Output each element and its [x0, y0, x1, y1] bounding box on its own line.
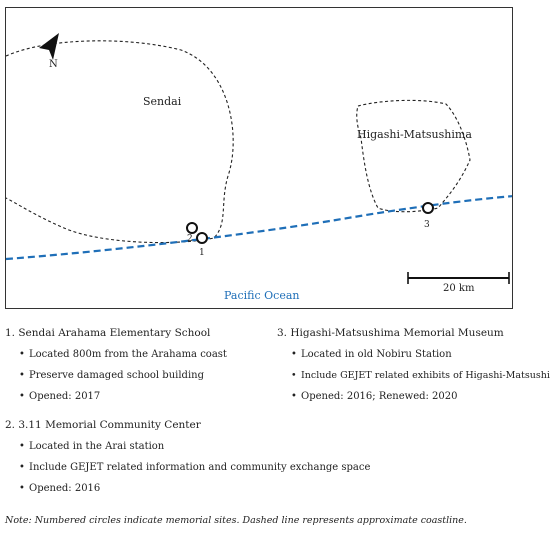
ocean-label: Pacific Ocean: [224, 289, 300, 302]
legend-bullet: Located in the Arai station: [19, 436, 399, 457]
legend-item-title: 2. 3.11 Memorial Community Center: [5, 419, 201, 431]
north-arrow-icon: [39, 33, 59, 60]
legend-bullet: Opened: 2017: [19, 386, 275, 407]
site-number-1: 1: [199, 248, 205, 258]
sendai-boundary: [6, 40, 234, 244]
higashi-matsushima-boundary: [356, 99, 471, 213]
site-marker-3[interactable]: [422, 202, 434, 214]
coastline: [6, 195, 512, 261]
legend-item-title: 1. Sendai Arahama Elementary School: [5, 327, 211, 339]
legend-left: 1. Sendai Arahama Elementary School Loca…: [5, 323, 370, 499]
city-label-sendai: Sendai: [143, 95, 182, 108]
legend-bullet: Located in old Nobiru Station: [291, 344, 547, 365]
legend-bullet: Preserve damaged school building: [19, 365, 275, 386]
scale-label: 20 km: [443, 283, 475, 294]
legend-bullet: Opened: 2016; Renewed: 2020: [291, 386, 547, 407]
scale-bar: [407, 272, 510, 284]
legend-bullet: Located 800m from the Arahama coast: [19, 344, 275, 365]
map-frame: N Sendai Higashi-Matsushima 1 2 3 20 km …: [5, 7, 513, 309]
north-label: N: [49, 59, 58, 70]
site-marker-1[interactable]: [196, 232, 208, 244]
site-marker-2[interactable]: [186, 222, 198, 234]
site-number-3: 3: [424, 220, 430, 230]
legend-bullet: Opened: 2016: [19, 478, 399, 499]
city-label-higashi-matsushima: Higashi-Matsushima: [357, 128, 472, 141]
legend-item-2: 2. 3.11 Memorial Community Center Locate…: [5, 415, 370, 499]
map-canvas: [6, 33, 512, 284]
legend-item-3: 3. Higashi-Matsushima Memorial Museum Lo…: [277, 323, 550, 407]
legend-bullet: Include GEJET related exhibits of Higash…: [291, 365, 550, 386]
legend-item-title: 3. Higashi-Matsushima Memorial Museum: [277, 327, 504, 339]
legend-right: 3. Higashi-Matsushima Memorial Museum Lo…: [277, 323, 550, 407]
map-note: Note: Numbered circles indicate memorial…: [5, 515, 467, 526]
site-number-2: 2: [187, 234, 193, 244]
legend-item-1: 1. Sendai Arahama Elementary School Loca…: [5, 323, 275, 407]
legend-bullet: Include GEJET related information and co…: [19, 457, 399, 478]
